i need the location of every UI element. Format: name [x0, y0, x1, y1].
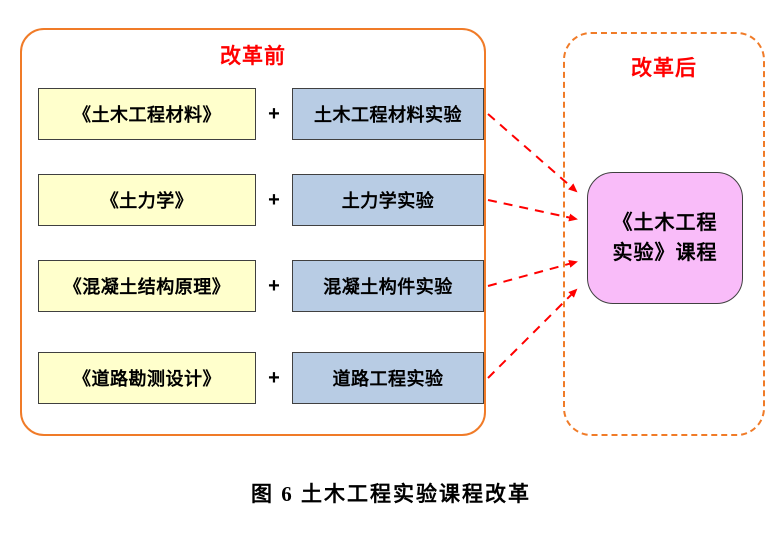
- after-reform-title: 改革后: [631, 57, 697, 80]
- experiment-box-road-engineering: 道路工程实验: [292, 352, 484, 404]
- before-reform-panel: 改革前 《土木工程材料》 + 土木工程材料实验 《土力学》 + 土力学实验 《混…: [20, 28, 486, 436]
- plus-sign: +: [268, 102, 280, 125]
- course-box-soil-mechanics: 《土力学》: [38, 174, 256, 226]
- experiment-box-concrete-members: 混凝土构件实验: [292, 260, 484, 312]
- before-reform-title: 改革前: [220, 45, 286, 68]
- after-reform-panel: 改革后 《土木工程 实验》课程: [563, 32, 765, 436]
- result-course-line2: 实验》课程: [612, 242, 718, 264]
- course-box-materials: 《土木工程材料》: [38, 88, 256, 140]
- plus-sign: +: [268, 274, 280, 297]
- experiment-box-soil-mechanics: 土力学实验: [292, 174, 484, 226]
- experiment-box-materials: 土木工程材料实验: [292, 88, 484, 140]
- result-course-line1: 《土木工程: [612, 212, 718, 234]
- course-box-road-survey-design: 《道路勘测设计》: [38, 352, 256, 404]
- course-box-concrete-structures: 《混凝土结构原理》: [38, 260, 256, 312]
- plus-sign: +: [268, 188, 280, 211]
- plus-sign: +: [268, 366, 280, 389]
- figure-caption: 图 6 土木工程实验课程改革: [251, 482, 531, 506]
- result-course-box: 《土木工程 实验》课程: [587, 172, 743, 304]
